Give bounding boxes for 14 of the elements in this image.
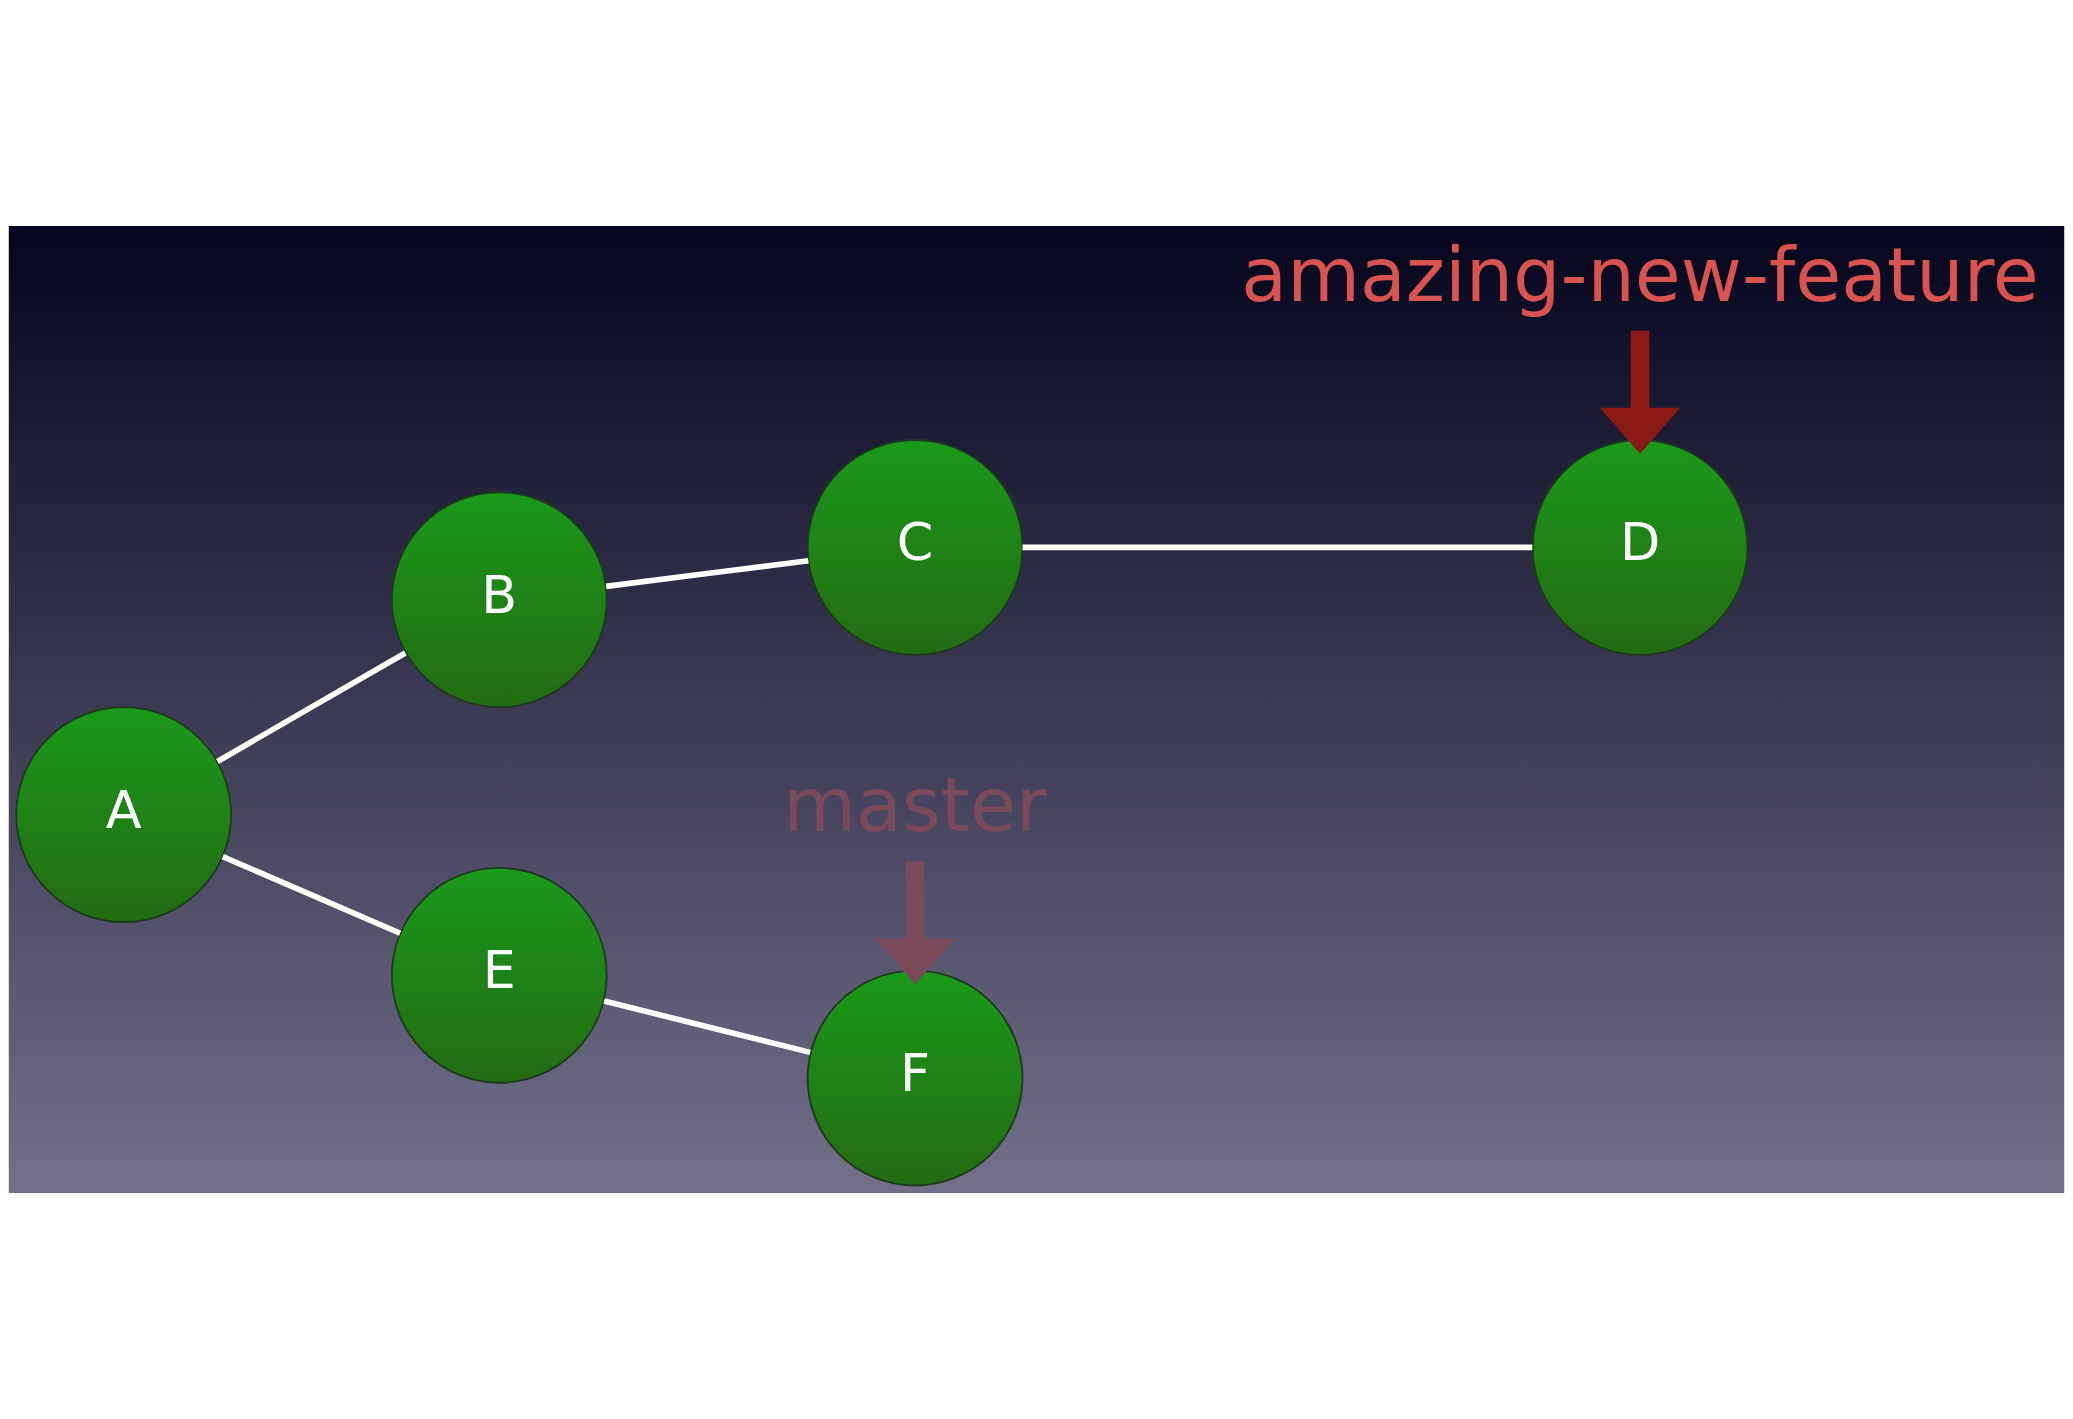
node-text: amazing-new-feature bbox=[1241, 231, 2039, 319]
connector bbox=[216, 650, 407, 764]
node-circle: B bbox=[390, 491, 608, 709]
node-circle: D bbox=[1531, 439, 1749, 656]
arrow bbox=[1599, 330, 1681, 454]
node-circle: A bbox=[15, 706, 233, 923]
node-circle: C bbox=[806, 439, 1024, 656]
node-circle: E bbox=[390, 866, 608, 1084]
arrow bbox=[874, 861, 956, 985]
connector bbox=[1022, 544, 1533, 551]
connector bbox=[221, 854, 402, 936]
connector bbox=[605, 557, 809, 590]
connector bbox=[603, 998, 811, 1056]
node-circle: F bbox=[806, 969, 1024, 1187]
